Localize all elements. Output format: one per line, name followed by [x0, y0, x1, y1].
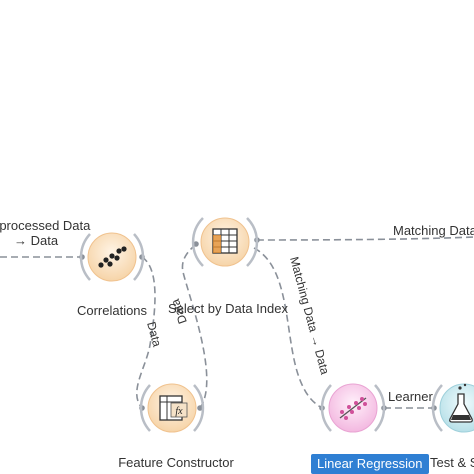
link-label-preprocessed-bottom: → Data — [14, 233, 59, 248]
svg-text:fx: fx — [175, 406, 183, 417]
link-end-dot — [193, 241, 199, 247]
node-select-by-data-index[interactable] — [191, 217, 259, 267]
input-port-arc — [79, 233, 91, 281]
link-matching-top[interactable] — [256, 236, 474, 241]
link-end-dot — [197, 405, 203, 411]
output-port-arc — [133, 233, 145, 281]
table-select-icon — [212, 228, 238, 254]
node-label-correlations: Correlations — [76, 303, 148, 318]
node-label-test-and-score: Test & S — [430, 455, 474, 470]
node-label-feature-constructor: Feature Constructor — [118, 455, 234, 470]
node-feature-constructor[interactable]: fx — [139, 383, 205, 433]
node-linear-regression[interactable] — [320, 383, 386, 433]
link-label-matching-top: Matching Data → — [393, 223, 474, 238]
flask-icon — [449, 383, 473, 423]
link-label-preprocessed-top: rprocessed Data — [0, 218, 91, 233]
output-port-arc — [193, 384, 205, 432]
link-label-corr-feature: Data — [144, 320, 164, 348]
regression-scatter-icon — [339, 397, 367, 420]
link-label-learner: Learner — [388, 389, 433, 404]
link-label-matching-diagonal: Matching Data → Data — [287, 255, 332, 376]
link-select-to-linear[interactable] — [253, 247, 323, 409]
fx-table-icon: fx — [159, 395, 188, 421]
input-port-arc — [320, 384, 332, 432]
input-port-arc — [139, 384, 151, 432]
link-correlations-to-feature[interactable] — [136, 256, 156, 409]
link-feature-to-select[interactable] — [181, 243, 208, 409]
input-port-arc — [431, 384, 443, 432]
output-port-arc — [246, 217, 259, 267]
node-label-linear-regression[interactable]: Linear Regression — [311, 454, 429, 474]
node-label-select-by-data-index: Select by Data Index — [168, 301, 288, 316]
node-test-and-score[interactable] — [431, 383, 474, 433]
node-correlations[interactable] — [79, 232, 145, 282]
output-port-arc — [374, 384, 386, 432]
input-port-arc — [191, 217, 204, 267]
correlations-scatter-icon — [98, 246, 127, 268]
